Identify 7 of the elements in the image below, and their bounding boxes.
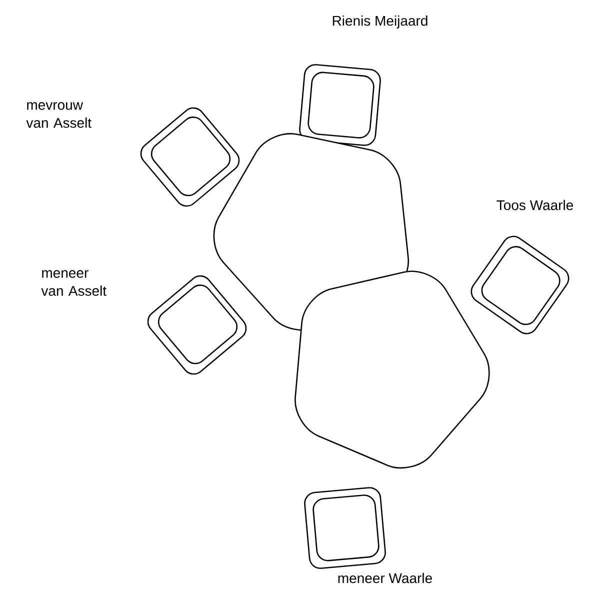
table-pentagon [294,270,490,468]
table-pentagon [213,133,410,331]
name-label: meneer van Asselt [41,270,106,296]
name-label: Rienis Meijaard [332,15,428,29]
name-label: mevrouw van Asselt [26,102,92,128]
name-label: Toos Waarle [496,200,574,210]
name-label: meneer Waarle [338,572,432,584]
